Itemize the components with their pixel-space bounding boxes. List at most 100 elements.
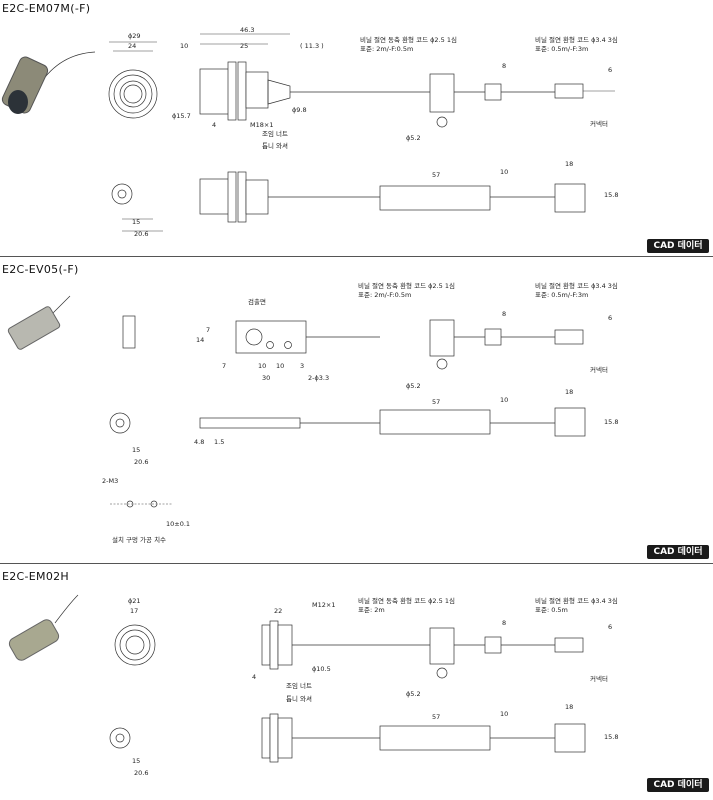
dim-11-3: ( 11.3 ) (300, 42, 324, 50)
std1-label: 표준: 2m/-F:0.5m (360, 45, 413, 53)
cable2-label: 비닐 절연 환형 코드 ϕ3.4 3심 (535, 281, 618, 290)
dim-18: 18 (565, 388, 573, 396)
dim-dia10-5: ϕ10.5 (312, 665, 331, 673)
dim-7: 7 (206, 326, 210, 334)
drawing-em07m: ϕ29 24 10 46.3 25 ( 11.3 ) ϕ15.7 4 M18×1… (1, 26, 618, 238)
mount-label: 설치 구멍 가공 치수 (112, 535, 166, 544)
dim-10-tol: 10±0.1 (166, 520, 190, 528)
dim-57: 57 (432, 171, 440, 179)
dim-dia21: ϕ21 (128, 597, 141, 605)
nut-label: 조임 너트 (262, 129, 288, 138)
cable1-label: 비닐 절연 동축 환형 코드 ϕ2.5 1심 (360, 35, 457, 44)
detect-label: 검출면 (248, 297, 266, 306)
dim-20-6: 20.6 (134, 230, 148, 238)
dim-dia9-8: ϕ9.8 (292, 106, 307, 114)
dim-dia5-2: ϕ5.2 (406, 382, 421, 390)
section-divider (0, 256, 713, 257)
dim-15: 15 (132, 218, 140, 226)
front-view-em07m: ϕ29 24 (108, 32, 158, 119)
dim-8: 8 (502, 310, 506, 318)
dim-57: 57 (432, 398, 440, 406)
dim-22: 22 (274, 607, 282, 615)
dim-4: 4 (212, 121, 216, 129)
dim-6: 6 (608, 66, 612, 74)
dim-4: 4 (252, 673, 256, 681)
dim-15: 15 (132, 446, 140, 454)
dim-15: 15 (132, 757, 140, 765)
cad-data-button-em02h[interactable]: CAD 데이터 (647, 778, 709, 792)
cable-top-em07m: 비닐 절연 동축 환형 코드 ϕ2.5 1심 표준: 2m/-F:0.5m 비닐… (360, 35, 618, 142)
sensor-photo-em02h (8, 594, 79, 661)
dim-46-3: 46.3 (240, 26, 254, 34)
dim-15-8: 15.8 (604, 418, 618, 426)
dim-8: 8 (502, 619, 506, 627)
cad-data-button-ev05[interactable]: CAD 데이터 (647, 545, 709, 559)
connector-label: 커넥터 (590, 119, 608, 128)
m3-label: 2-M3 (102, 477, 118, 485)
nut-label: 조임 너트 (286, 681, 312, 690)
side-view-em02h: 22 M12×1 ϕ10.5 4 조임 너트 톱니 와셔 (252, 601, 430, 703)
drawing-em02h: ϕ21 17 22 M12×1 ϕ10.5 4 조임 너트 톱니 와셔 비닐 절… (8, 594, 618, 777)
dim-6: 6 (608, 314, 612, 322)
cable2-label: 비닐 절연 환형 코드 ϕ3.4 3심 (535, 596, 618, 605)
dim-dia15-7: ϕ15.7 (172, 112, 191, 120)
std1-label: 표준: 2m/-F:0.5m (358, 291, 411, 299)
dim-25: 25 (240, 42, 248, 50)
washer-label: 톱니 와셔 (286, 694, 312, 703)
dim-10b: 10 (500, 168, 508, 176)
section-divider (0, 563, 713, 564)
dim-30: 30 (262, 374, 270, 382)
cable-top-ev05: 비닐 절연 동축 환형 코드 ϕ2.5 1심 표준: 2m/-F:0.5m 비닐… (358, 281, 618, 390)
section-title-em02h: E2C-EM02H (2, 570, 70, 583)
dim-20-6: 20.6 (134, 769, 148, 777)
std2-label: 표준: 0.5m (535, 606, 568, 614)
dim-7b: 7 (222, 362, 226, 370)
dim-17: 17 (130, 607, 138, 615)
cable2-label: 비닐 절연 환형 코드 ϕ3.4 3심 (535, 35, 618, 44)
std2-label: 표준: 0.5m/-F:3m (535, 45, 588, 53)
section-title-em07m: E2C-EM07M(-F) (2, 2, 91, 15)
side-view-em07m: 10 46.3 25 ( 11.3 ) ϕ15.7 4 M18×1 조임 너트 … (172, 26, 430, 150)
cad-data-button-em07m[interactable]: CAD 데이터 (647, 239, 709, 253)
dim-10b: 10 (500, 396, 508, 404)
front-view-ev05: 검출면 7 14 7 10 10 3 30 2-ϕ3.3 (196, 297, 380, 382)
dim-3: 3 (300, 362, 304, 370)
connector-label: 커넥터 (590, 365, 608, 374)
thread-label: M18×1 (250, 121, 273, 129)
dim-18: 18 (565, 160, 573, 168)
drawing-ev05: 검출면 7 14 7 10 10 3 30 2-ϕ3.3 비닐 절연 동축 환형… (7, 281, 618, 544)
dim-57: 57 (432, 713, 440, 721)
dim-24: 24 (128, 42, 136, 50)
dim-10b: 10 (500, 710, 508, 718)
dim-10: 10 (180, 42, 188, 50)
dim-10a: 10 (258, 362, 266, 370)
cable-top-em02h: 비닐 절연 동축 환형 코드 ϕ2.5 1심 표준: 2m 비닐 절연 환형 코… (358, 596, 618, 698)
dim-10c: 10 (276, 362, 284, 370)
dim-20-6: 20.6 (134, 458, 148, 466)
dim-dia29: ϕ29 (128, 32, 141, 40)
thread-label: M12×1 (312, 601, 335, 609)
holes-label: 2-ϕ3.3 (308, 374, 329, 382)
bottom-view-em02h: 15 20.6 57 10 18 15.8 (109, 703, 618, 777)
mount-hole-diagram: 2-M3 10±0.1 설치 구멍 가공 치수 (102, 477, 190, 544)
dim-8: 8 (502, 62, 506, 70)
top-view-ev05 (122, 315, 136, 349)
bottom-view-ev05: 15 20.6 4.8 1.5 57 10 18 15.8 (109, 388, 618, 466)
dim-1-5: 1.5 (214, 438, 224, 446)
dim-15-8: 15.8 (604, 191, 618, 199)
bottom-view-em07m: 15 20.6 57 10 18 15.8 (111, 160, 618, 238)
connector-label: 커넥터 (590, 674, 608, 683)
dim-dia5-2: ϕ5.2 (406, 690, 421, 698)
dim-18: 18 (565, 703, 573, 711)
dim-dia5-2: ϕ5.2 (406, 134, 421, 142)
front-view-em02h: ϕ21 17 (114, 597, 156, 666)
std1-label: 표준: 2m (358, 606, 385, 614)
section-title-ev05: E2C-EV05(-F) (2, 263, 79, 276)
dim-14: 14 (196, 336, 204, 344)
washer-label: 톱니 와셔 (262, 141, 288, 150)
sensor-photo-ev05 (7, 295, 71, 350)
dim-4-8: 4.8 (194, 438, 204, 446)
cable1-label: 비닐 절연 동축 환형 코드 ϕ2.5 1심 (358, 281, 455, 290)
std2-label: 표준: 0.5m/-F:3m (535, 291, 588, 299)
sensor-photo-em07m (1, 51, 96, 114)
